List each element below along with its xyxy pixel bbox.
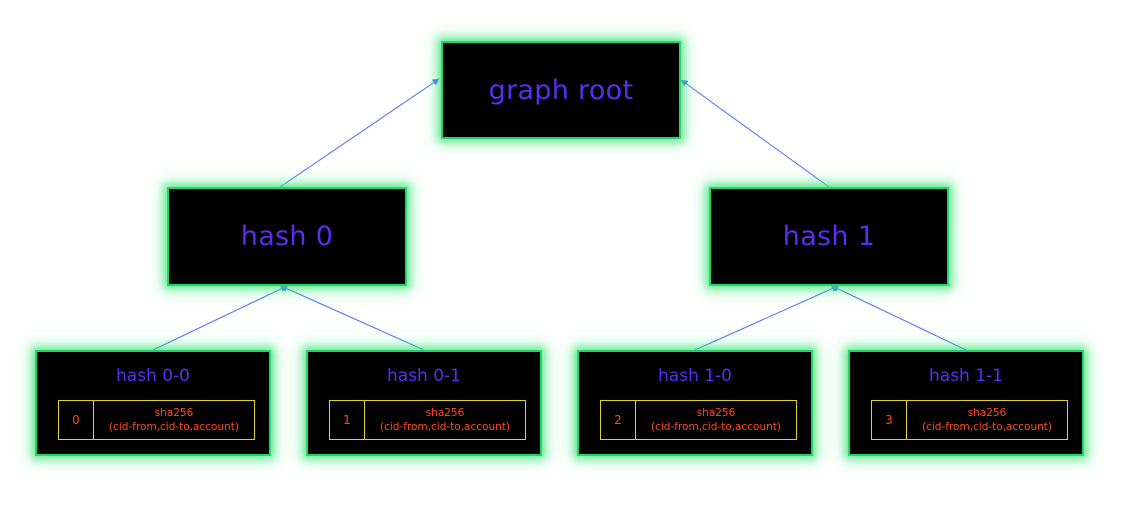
- edge-hash01-to-hash0: [280, 285, 425, 351]
- edge-hash00-to-hash0: [152, 285, 288, 351]
- hash-1-label: hash 1: [782, 221, 876, 252]
- record-function: sha256: [154, 407, 194, 419]
- hash-1-0-title: hash 1-0: [658, 366, 732, 386]
- record-index: 0: [59, 401, 94, 439]
- hash-0-node: hash 0: [167, 187, 407, 286]
- hash-0-0-title: hash 0-0: [116, 366, 190, 386]
- hash-1-1-title: hash 1-1: [929, 366, 1003, 386]
- record-formula: sha256 (cid-from,cid-to,account): [94, 401, 254, 439]
- record-index: 3: [872, 401, 907, 439]
- hash-0-1-node: hash 0-1 1 sha256 (cid-from,cid-to,accou…: [306, 350, 542, 456]
- hash-0-1-title: hash 0-1: [387, 366, 461, 386]
- hash-0-0-node: hash 0-0 0 sha256 (cid-from,cid-to,accou…: [35, 350, 271, 456]
- record-args: (cid-from,cid-to,account): [651, 421, 781, 433]
- record-index: 2: [601, 401, 636, 439]
- record-formula: sha256 (cid-from,cid-to,account): [907, 401, 1067, 439]
- record-formula: sha256 (cid-from,cid-to,account): [636, 401, 796, 439]
- record-args: (cid-from,cid-to,account): [109, 421, 239, 433]
- hash-1-1-node: hash 1-1 3 sha256 (cid-from,cid-to,accou…: [848, 350, 1084, 456]
- edge-hash11-to-hash1: [831, 285, 967, 351]
- hash-1-0-record: 2 sha256 (cid-from,cid-to,account): [600, 400, 797, 440]
- record-index: 1: [330, 401, 365, 439]
- hash-0-label: hash 0: [240, 221, 334, 252]
- record-function: sha256: [425, 407, 465, 419]
- hash-0-1-record: 1 sha256 (cid-from,cid-to,account): [329, 400, 526, 440]
- hash-1-node: hash 1: [709, 187, 949, 286]
- edge-hash10-to-hash1: [694, 285, 839, 351]
- hash-1-1-record: 3 sha256 (cid-from,cid-to,account): [871, 400, 1068, 440]
- graph-root-label: graph root: [488, 74, 634, 106]
- record-args: (cid-from,cid-to,account): [380, 421, 510, 433]
- edge-hash0-to-root: [279, 78, 440, 188]
- hash-0-0-record: 0 sha256 (cid-from,cid-to,account): [58, 400, 255, 440]
- record-args: (cid-from,cid-to,account): [922, 421, 1052, 433]
- edge-hash1-to-root: [680, 79, 830, 188]
- hash-1-0-node: hash 1-0 2 sha256 (cid-from,cid-to,accou…: [577, 350, 813, 456]
- record-function: sha256: [696, 407, 736, 419]
- record-function: sha256: [967, 407, 1007, 419]
- record-formula: sha256 (cid-from,cid-to,account): [365, 401, 525, 439]
- graph-root-node: graph root: [441, 41, 681, 139]
